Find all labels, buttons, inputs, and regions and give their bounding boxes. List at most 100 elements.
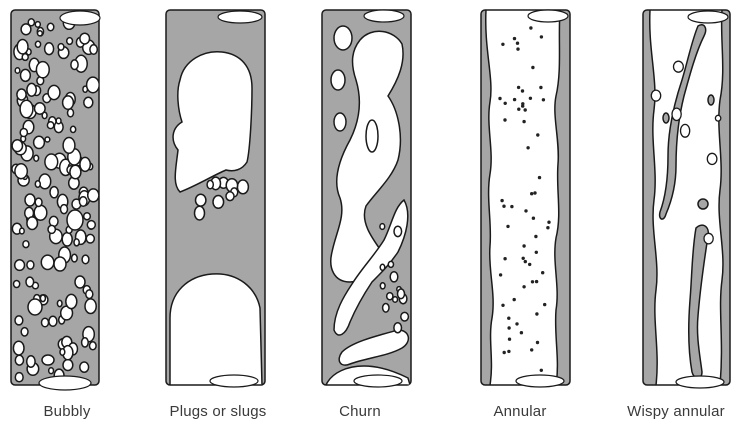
gas-bubble xyxy=(15,260,25,271)
tube-top-rim xyxy=(60,11,100,25)
droplet xyxy=(521,104,524,107)
tube-top-rim xyxy=(688,11,728,23)
gas-bubble xyxy=(67,210,83,230)
gas-bubble xyxy=(54,257,66,271)
gas-bubble xyxy=(394,323,402,333)
gas-bubble xyxy=(42,318,49,327)
droplet xyxy=(533,191,536,194)
droplet xyxy=(504,102,507,105)
taylor-bubble-lower xyxy=(170,274,262,385)
gas-bubble xyxy=(70,165,81,178)
gas-bubble xyxy=(15,68,20,73)
droplet xyxy=(539,86,542,89)
gas-bubble xyxy=(75,276,85,288)
tube-top-rim xyxy=(528,10,568,22)
tube-wispy xyxy=(643,10,730,388)
gas-bubble xyxy=(390,272,398,282)
droplet xyxy=(502,205,505,208)
gas-bubble xyxy=(21,328,28,336)
droplet xyxy=(524,209,527,212)
gas-bubble xyxy=(26,277,34,287)
gas-bubble xyxy=(82,255,89,264)
gas-bubble xyxy=(35,22,40,28)
gas-bubble xyxy=(45,43,54,55)
caption-wispy: Wispy annular xyxy=(612,403,740,420)
droplet xyxy=(517,86,520,89)
gas-bubble xyxy=(34,155,39,161)
droplet xyxy=(526,146,529,149)
gas-bubble xyxy=(87,221,95,229)
gas-bubble xyxy=(398,289,405,299)
gas-bubble xyxy=(84,97,93,107)
tube-bottom-rim xyxy=(354,375,402,387)
gas-bubble xyxy=(36,62,49,78)
caption-bubbly: Bubbly xyxy=(22,403,112,420)
droplet xyxy=(516,47,519,50)
droplet xyxy=(535,251,538,254)
gas-bubble xyxy=(195,206,205,220)
droplet xyxy=(540,369,543,372)
tube-bottom-rim xyxy=(39,376,91,390)
gas-bubble xyxy=(80,157,90,171)
gas-bubble xyxy=(401,312,409,321)
droplet xyxy=(531,280,534,283)
gas-bubble xyxy=(380,224,385,230)
gas-bubble xyxy=(80,33,90,44)
gas-bubble xyxy=(35,198,42,206)
caption-annular: Annular xyxy=(470,403,570,420)
gas-bubble xyxy=(87,77,100,93)
tube-plugs xyxy=(166,10,265,387)
gas-bubble xyxy=(48,85,60,99)
gas-bubble xyxy=(651,90,660,101)
gas-bubble xyxy=(681,124,690,137)
gas-bubble xyxy=(23,241,29,248)
gas-bubble xyxy=(63,360,73,371)
gas-bubble xyxy=(15,316,23,325)
droplet xyxy=(499,273,502,276)
gas-bubble xyxy=(60,349,65,356)
droplet xyxy=(528,263,531,266)
droplet xyxy=(513,98,516,101)
droplet xyxy=(517,108,520,111)
droplet xyxy=(530,348,533,351)
gas-bubble xyxy=(674,61,684,72)
gas-bubble xyxy=(80,362,89,372)
tube-top-rim xyxy=(218,11,262,23)
caption-churn: Churn xyxy=(315,403,405,420)
droplet xyxy=(529,26,532,29)
gas-bubble xyxy=(20,228,25,234)
gas-bubble xyxy=(90,342,97,350)
droplet xyxy=(530,192,533,195)
gas-bubble xyxy=(380,283,385,289)
droplet xyxy=(531,66,534,69)
gas-bubble xyxy=(35,41,40,47)
droplet xyxy=(507,350,510,353)
gas-bubble xyxy=(394,226,402,236)
gas-bubble xyxy=(85,299,96,314)
gas-bubble xyxy=(57,300,62,306)
gas-bubble xyxy=(49,316,57,326)
liquid-droplet xyxy=(708,95,714,105)
gas-bubble xyxy=(45,154,58,170)
gas-bubble xyxy=(21,24,31,35)
gas-bubble xyxy=(13,341,24,355)
gas-bubble xyxy=(67,38,73,45)
liquid-droplet xyxy=(698,199,708,209)
droplet xyxy=(535,280,538,283)
droplet xyxy=(536,341,539,344)
gas-core xyxy=(486,10,560,385)
gas-bubble xyxy=(56,118,61,124)
droplet xyxy=(524,108,527,111)
droplet xyxy=(513,37,516,40)
gas-bubble xyxy=(88,189,99,202)
droplet xyxy=(508,338,511,341)
tube-bubbly xyxy=(11,10,100,390)
droplet xyxy=(543,303,546,306)
gas-bubble xyxy=(71,126,76,132)
gas-bubble xyxy=(41,255,54,269)
gas-bubble xyxy=(68,109,74,117)
gas-bubble xyxy=(84,213,91,220)
gas-bubble xyxy=(388,261,393,267)
droplet xyxy=(498,97,501,100)
gas-bubble xyxy=(42,355,54,365)
